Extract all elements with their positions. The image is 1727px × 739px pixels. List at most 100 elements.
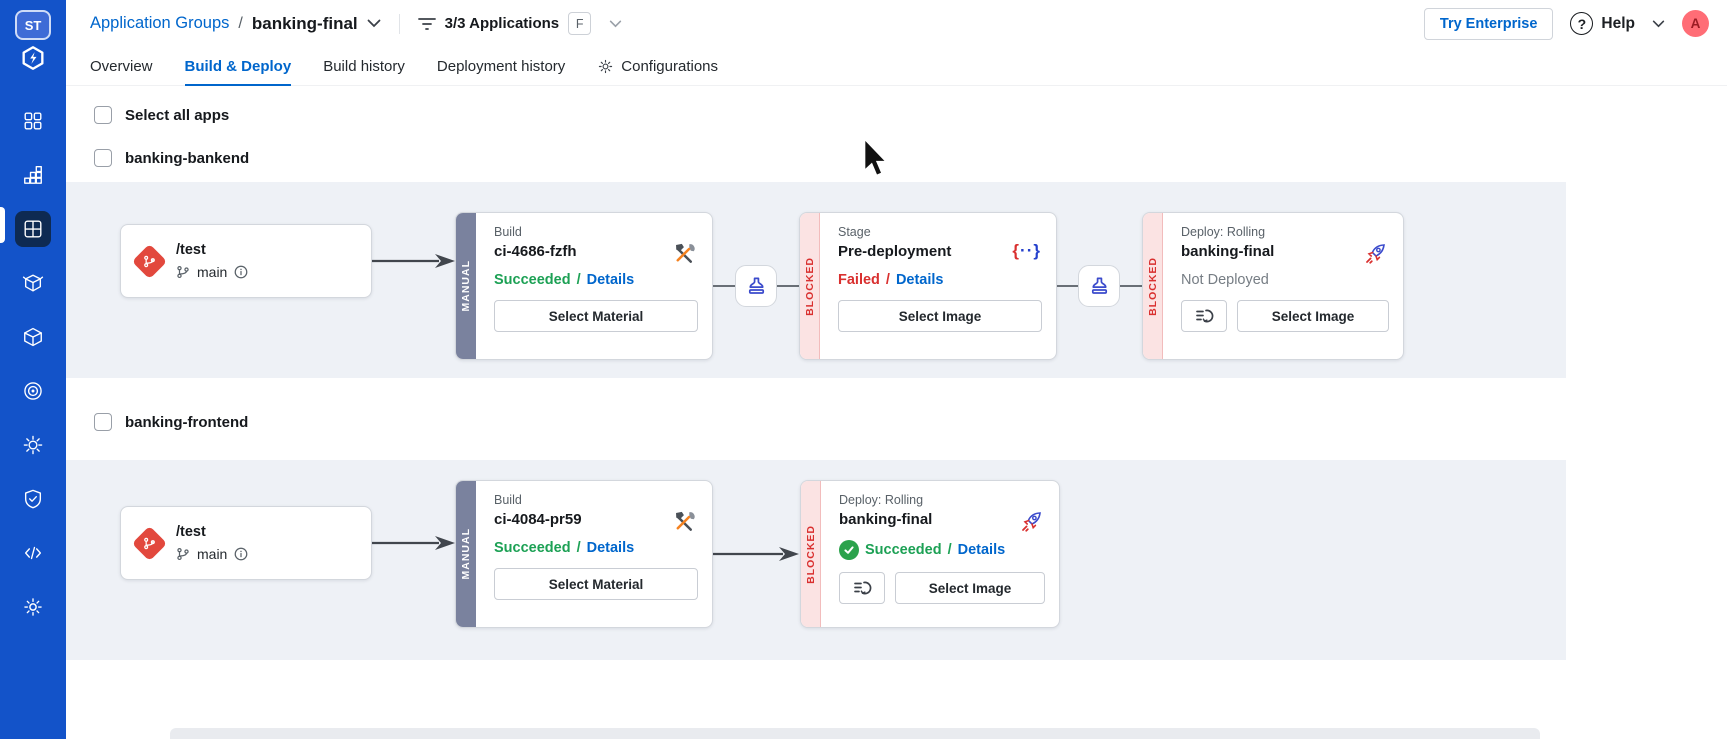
approval-stamp-node[interactable] bbox=[735, 265, 777, 307]
node-kind-label: Stage bbox=[838, 225, 871, 239]
try-enterprise-button[interactable]: Try Enterprise bbox=[1423, 7, 1554, 40]
app-checkbox[interactable] bbox=[94, 149, 112, 167]
workflow-banking-frontend: /test main MANUAL bbox=[66, 460, 1566, 660]
check-circle-icon bbox=[839, 540, 859, 560]
filter-icon bbox=[417, 17, 436, 30]
script-braces-icon bbox=[1012, 241, 1041, 261]
sidebar-item-code[interactable] bbox=[15, 535, 51, 571]
deploy-card-body: Deploy: Rolling banking-final Not Deploy… bbox=[1163, 213, 1403, 359]
mouse-cursor bbox=[862, 137, 890, 183]
rollback-icon bbox=[1196, 309, 1214, 323]
select-all-label: Select all apps bbox=[125, 106, 230, 124]
sidebar-nav bbox=[0, 103, 66, 625]
node-kind-label: Deploy: Rolling bbox=[1181, 225, 1266, 239]
details-link[interactable]: Details bbox=[586, 272, 635, 288]
tab-build-history[interactable]: Build history bbox=[323, 57, 405, 75]
build-card-body: Build ci-4686-fzfh Succeeded / Details bbox=[476, 213, 712, 359]
app-group-grid-icon bbox=[24, 220, 42, 238]
environment-name: banking-final bbox=[839, 511, 933, 528]
details-link[interactable]: Details bbox=[957, 542, 1006, 558]
branch-row: main bbox=[176, 264, 248, 280]
group-switcher-chevron-icon[interactable] bbox=[367, 19, 381, 28]
status-separator: / bbox=[885, 272, 890, 288]
select-image-button[interactable]: Select Image bbox=[838, 300, 1042, 332]
info-icon[interactable] bbox=[234, 265, 248, 279]
stage-actions: Select Image bbox=[838, 300, 1042, 332]
build-status-row: Succeeded / Details bbox=[494, 540, 698, 556]
node-kind-label: Build bbox=[494, 493, 522, 507]
devtron-logo-icon[interactable] bbox=[17, 42, 49, 74]
blocked-strip: BLOCKED bbox=[801, 481, 821, 627]
workspace-logo-badge[interactable]: ST bbox=[15, 10, 51, 40]
node-kind-label: Deploy: Rolling bbox=[839, 493, 924, 507]
tab-deployment-history[interactable]: Deployment history bbox=[436, 57, 566, 75]
details-link[interactable]: Details bbox=[895, 272, 944, 288]
app-checkbox[interactable] bbox=[94, 413, 112, 431]
help-menu[interactable]: ? Help bbox=[1570, 12, 1665, 35]
select-all-checkbox[interactable] bbox=[94, 106, 112, 124]
sidebar-item-chart-store[interactable] bbox=[15, 265, 51, 301]
gear-icon bbox=[599, 59, 613, 73]
pre-deployment-stage-card: BLOCKED Stage Pre-deployment Failed / De… bbox=[799, 212, 1057, 360]
git-branch-icon bbox=[177, 547, 189, 561]
breadcrumb-application-groups[interactable]: Application Groups bbox=[90, 14, 230, 32]
git-source-card[interactable]: /test main bbox=[120, 224, 372, 298]
sun-spokes-icon bbox=[23, 435, 43, 455]
apps-grid-icon bbox=[24, 112, 42, 130]
git-material-icon bbox=[131, 243, 168, 279]
build-tools-icon bbox=[672, 241, 697, 271]
sidebar-item-resource-watcher[interactable] bbox=[15, 427, 51, 463]
tab-overview[interactable]: Overview bbox=[90, 57, 153, 75]
app-row-banking-frontend[interactable]: banking-frontend bbox=[94, 413, 248, 431]
stamp-icon bbox=[1091, 276, 1107, 294]
active-nav-indicator bbox=[0, 207, 5, 243]
flow-arrow bbox=[372, 536, 455, 550]
status-text: Succeeded bbox=[494, 540, 571, 556]
flow-arrow bbox=[372, 254, 455, 268]
filter-shortcut-key: F bbox=[568, 12, 592, 35]
applications-filter[interactable]: 3/3 Applications F bbox=[417, 12, 622, 35]
approval-stamp-node[interactable] bbox=[1078, 265, 1120, 307]
help-label: Help bbox=[1601, 14, 1635, 32]
select-material-button[interactable]: Select Material bbox=[494, 300, 698, 332]
rollback-button[interactable] bbox=[839, 572, 885, 604]
details-link[interactable]: Details bbox=[586, 540, 635, 556]
select-all-apps-row[interactable]: Select all apps bbox=[94, 106, 229, 124]
tab-configurations[interactable]: Configurations bbox=[597, 47, 718, 85]
sidebar-item-settings[interactable] bbox=[15, 589, 51, 625]
filter-chevron-icon[interactable] bbox=[609, 20, 622, 28]
header-actions: Try Enterprise ? Help A bbox=[1423, 7, 1709, 40]
deploy-node-card: BLOCKED Deploy: Rolling banking-final No… bbox=[1142, 212, 1404, 360]
tab-build-and-deploy[interactable]: Build & Deploy bbox=[184, 47, 291, 86]
sidebar-item-apps[interactable] bbox=[15, 103, 51, 139]
help-chevron-icon bbox=[1652, 20, 1665, 28]
environment-name: banking-final bbox=[1181, 243, 1275, 260]
sidebar-item-releases[interactable] bbox=[15, 373, 51, 409]
manual-trigger-strip: MANUAL bbox=[456, 213, 476, 359]
applications-count-label: 3/3 Applications bbox=[444, 15, 560, 32]
git-material-icon bbox=[131, 525, 168, 561]
sidebar-item-packages[interactable] bbox=[15, 319, 51, 355]
select-material-button[interactable]: Select Material bbox=[494, 568, 698, 600]
sidebar-item-jobs[interactable] bbox=[15, 157, 51, 193]
rollback-button[interactable] bbox=[1181, 300, 1227, 332]
manual-trigger-strip: MANUAL bbox=[456, 481, 476, 627]
select-image-button[interactable]: Select Image bbox=[895, 572, 1045, 604]
app-name-label: banking-bankend bbox=[125, 149, 250, 167]
status-text: Not Deployed bbox=[1181, 272, 1269, 288]
app-row-banking-bankend[interactable]: banking-bankend bbox=[94, 149, 249, 167]
stamp-icon bbox=[748, 276, 764, 294]
sidebar-item-security[interactable] bbox=[15, 481, 51, 517]
cube-icon bbox=[24, 327, 42, 347]
select-image-button[interactable]: Select Image bbox=[1237, 300, 1389, 332]
user-avatar[interactable]: A bbox=[1682, 10, 1709, 37]
git-source-card[interactable]: /test main bbox=[120, 506, 372, 580]
git-branch-icon bbox=[177, 265, 189, 279]
stacked-columns-icon bbox=[24, 165, 42, 184]
deploy-status-row: Not Deployed bbox=[1181, 272, 1389, 288]
sidebar-item-application-groups[interactable] bbox=[15, 211, 51, 247]
group-tabs: Overview Build & Deploy Build history De… bbox=[66, 47, 1727, 86]
build-status-row: Succeeded / Details bbox=[494, 272, 698, 288]
info-icon[interactable] bbox=[234, 547, 248, 561]
